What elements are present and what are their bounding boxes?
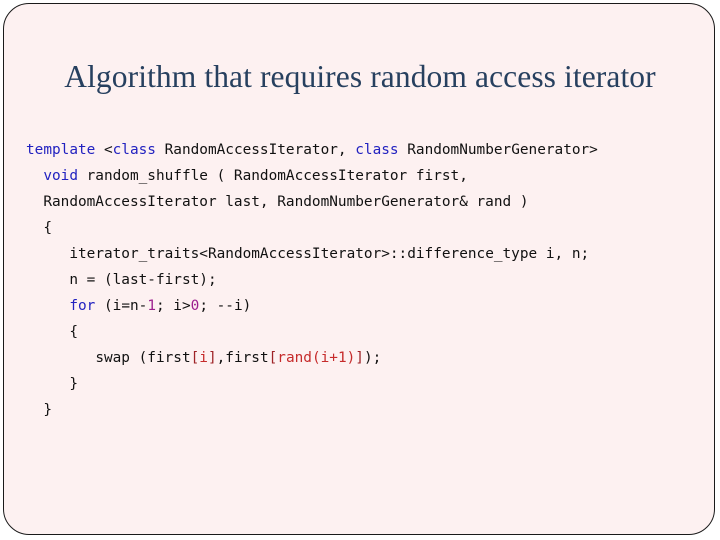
code-token-kw: template — [26, 142, 96, 159]
code-token-plain: { — [43, 220, 52, 237]
code-indent — [26, 298, 69, 314]
code-indent — [26, 402, 43, 418]
code-line: n = (last-first); — [26, 267, 698, 293]
code-token-plain: RandomAccessIterator last, RandomNumberG… — [43, 194, 529, 211]
code-indent — [26, 246, 69, 262]
code-line: { — [26, 215, 698, 241]
code-line: template <class RandomAccessIterator, cl… — [26, 137, 698, 163]
code-token-kw: void — [43, 168, 78, 185]
code-token-brk: [ — [268, 350, 278, 367]
code-token-kw: for — [69, 298, 96, 315]
code-token-plain: RandomAccessIterator, — [155, 142, 356, 159]
code-indent — [26, 220, 43, 236]
code-indent — [26, 324, 69, 340]
code-token-plain: } — [69, 376, 78, 393]
code-token-brk: ] — [207, 350, 217, 367]
code-block: template <class RandomAccessIterator, cl… — [26, 137, 698, 423]
code-token-plain: ; i> — [155, 298, 191, 315]
code-token-num: 0 — [190, 298, 200, 315]
code-indent — [26, 376, 69, 392]
code-line: RandomAccessIterator last, RandomNumberG… — [26, 189, 698, 215]
code-token-plain: ; --i) — [199, 298, 252, 315]
code-line: } — [26, 397, 698, 423]
code-token-plain: random_shuffle ( RandomAccessIterator fi… — [77, 168, 468, 185]
code-token-plain: iterator_traits<RandomAccessIterator>::d… — [69, 246, 590, 263]
page-title: Algorithm that requires random access it… — [64, 59, 656, 95]
code-line: iterator_traits<RandomAccessIterator>::d… — [26, 241, 698, 267]
code-token-plain: ); — [363, 350, 382, 367]
code-token-plain: { — [69, 324, 78, 341]
code-line: } — [26, 371, 698, 397]
code-token-red: i — [199, 350, 208, 367]
code-token-brk: [ — [190, 350, 200, 367]
code-line: swap (first[i],first[rand(i+1)]); — [26, 345, 698, 371]
code-token-plain: } — [43, 402, 52, 419]
code-token-plain: swap (first — [95, 350, 191, 367]
code-token-kw: class — [112, 142, 156, 159]
code-token-plain: < — [95, 142, 113, 159]
slide-frame: Algorithm that requires random access it… — [3, 3, 715, 535]
code-token-num: 1 — [147, 298, 156, 315]
code-indent — [26, 168, 43, 184]
code-token-brk: ] — [355, 350, 364, 367]
code-token-plain: (i=n- — [95, 298, 148, 315]
code-token-kw: class — [355, 142, 399, 159]
code-token-plain: n = (last-first); — [69, 272, 217, 289]
code-token-red: rand(i+1) — [277, 350, 356, 367]
code-line: void random_shuffle ( RandomAccessIterat… — [26, 163, 698, 189]
code-indent — [26, 350, 95, 366]
code-line: { — [26, 319, 698, 345]
code-indent — [26, 194, 43, 210]
code-token-plain: RandomNumberGenerator> — [398, 142, 598, 159]
code-line: for (i=n-1; i>0; --i) — [26, 293, 698, 319]
code-indent — [26, 272, 69, 288]
code-token-plain: ,first — [216, 350, 269, 367]
